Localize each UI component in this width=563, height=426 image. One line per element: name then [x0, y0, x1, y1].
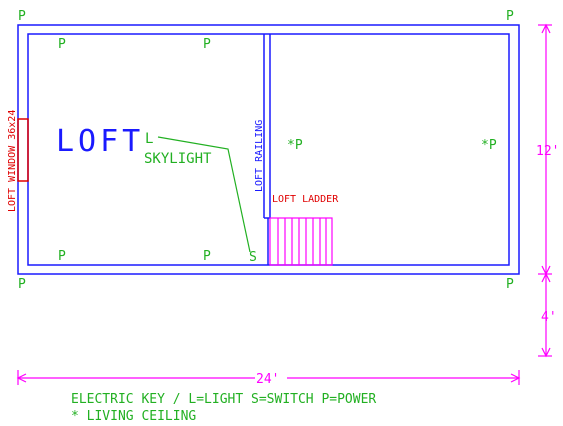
switch-label: S [249, 250, 257, 265]
power-outlet-top-2: P [203, 37, 211, 52]
railing-label: LOFT RAILING [254, 120, 265, 192]
corner-power-bottom-left: P [18, 277, 26, 292]
light-wire [157, 136, 251, 253]
ladder-label: LOFT LADDER [272, 194, 339, 205]
power-outlet-top-1: P [58, 37, 66, 52]
living-ceiling-power-2: *P [481, 138, 497, 153]
power-outlet-bottom-2: P [203, 249, 211, 264]
legend-line-2: * LIVING CEILING [71, 409, 196, 424]
loft-ladder [269, 217, 333, 266]
depth-dimension-label: 12' [536, 144, 559, 159]
light-label: L [145, 131, 153, 147]
extension-dimension [538, 272, 552, 358]
corner-power-top-left: P [18, 9, 26, 24]
width-dimension-label-bg [255, 370, 287, 386]
width-dimension-label: 24' [256, 372, 279, 387]
power-outlet-bottom-1: P [58, 249, 66, 264]
extension-dimension-label: 4' [541, 310, 557, 325]
room-title: LOFT [56, 124, 144, 159]
loft-window [17, 118, 29, 182]
legend-line-1: ELECTRIC KEY / L=LIGHT S=SWITCH P=POWER [71, 392, 376, 407]
living-ceiling-power-1: *P [287, 138, 303, 153]
corner-power-bottom-right: P [506, 277, 514, 292]
corner-power-top-right: P [506, 9, 514, 24]
window-label: LOFT WINDOW 36x24 [7, 110, 18, 212]
skylight-label: SKYLIGHT [144, 151, 212, 167]
